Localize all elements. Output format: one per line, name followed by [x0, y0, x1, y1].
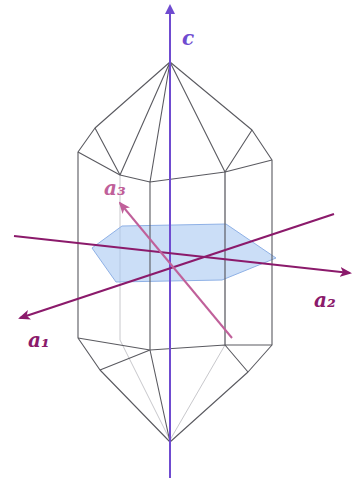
basal-plane	[92, 224, 276, 282]
crystal-hidden-edges	[120, 172, 225, 440]
c-axis	[169, 6, 171, 478]
a1-axis	[20, 214, 334, 318]
a3-axis	[120, 203, 232, 338]
axis-label: a₃	[104, 178, 126, 198]
axis-label: c	[182, 28, 194, 48]
a2-axis	[14, 236, 350, 273]
axis-label: a₂	[314, 290, 336, 310]
crystal-outline	[78, 62, 272, 442]
axis-label: a₁	[28, 330, 50, 350]
